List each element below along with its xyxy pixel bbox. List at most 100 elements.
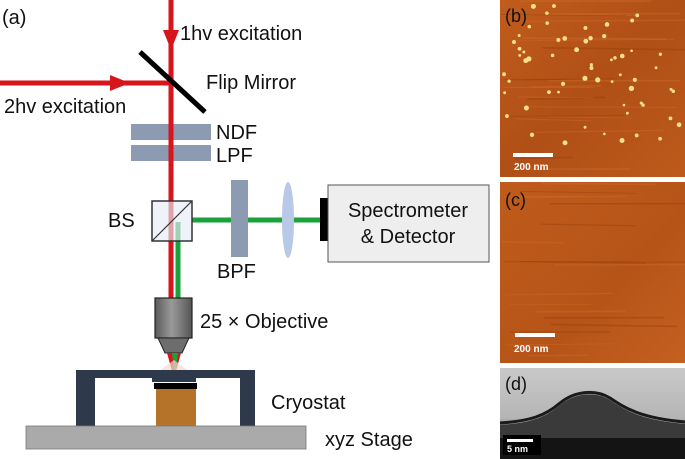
afm-particle: [639, 101, 643, 105]
afm-particle: [557, 90, 560, 94]
label-flip-mirror: Flip Mirror: [206, 72, 296, 94]
tem-dome-edge: [499, 390, 685, 425]
afm-particle: [671, 89, 676, 94]
afm-streak: [518, 96, 594, 99]
sample-platform: [154, 383, 197, 389]
afm-particle: [658, 52, 662, 56]
afm-particle: [630, 49, 633, 53]
afm-particle: [588, 36, 593, 41]
afm-particle: [619, 137, 625, 144]
afm-particle: [550, 53, 555, 58]
afm-particle: [589, 65, 594, 71]
label-spectrometer-line1: Spectrometer: [348, 200, 468, 222]
afm-streak: [509, 195, 628, 199]
afm-particle: [632, 77, 637, 82]
focusing-lens: [282, 182, 294, 258]
afm-particle: [545, 21, 549, 25]
scale-bar-d-label: 5 nm: [507, 444, 528, 454]
afm-streak: [535, 129, 663, 133]
afm-c-streaks: [501, 182, 685, 357]
afm-streak: [501, 241, 565, 244]
afm-particle: [530, 3, 536, 9]
label-xyz-stage: xyz Stage: [325, 429, 413, 451]
afm-streak: [503, 195, 584, 198]
afm-particle: [610, 80, 614, 84]
beam-splitter-diagonal: [151, 200, 193, 242]
sample-holder: [156, 389, 196, 426]
bpf-filter: [231, 180, 248, 257]
afm-particle: [522, 50, 526, 54]
arrow-1hv: [163, 30, 179, 50]
label-cryostat: Cryostat: [271, 392, 346, 414]
objective-nozzle: [157, 337, 190, 354]
afm-streak: [515, 118, 594, 122]
afm-particle: [589, 63, 593, 67]
label-objective: 25 × Objective: [200, 311, 328, 333]
afm-particle: [613, 56, 617, 60]
xyz-stage: [25, 425, 307, 450]
afm-c-background: [500, 182, 685, 363]
flip-mirror: [138, 50, 207, 114]
afm-particle: [505, 114, 509, 118]
label-ndf: NDF: [216, 122, 257, 144]
afm-streak: [521, 37, 667, 40]
label-spectrometer-line2: & Detector: [361, 226, 456, 248]
afm-streak: [520, 190, 637, 194]
afm-particle: [622, 103, 626, 107]
afm-streak: [551, 13, 638, 17]
afm-particle: [517, 46, 522, 51]
afm-streak: [504, 114, 625, 117]
afm-streak: [542, 47, 685, 51]
tem-image-d: (d) 5 nm: [499, 368, 685, 459]
afm-particle: [669, 87, 673, 91]
afm-particle: [574, 47, 580, 53]
afm-streak: [531, 85, 602, 88]
afm-particle: [518, 53, 522, 57]
afm-particle: [562, 140, 568, 146]
panel-d-label: (d): [505, 374, 527, 394]
afm-particle: [654, 66, 658, 70]
afm-particle: [595, 77, 601, 83]
afm-b-background: [500, 0, 685, 177]
afm-b-streaks: [501, 0, 685, 170]
afm-particle: [604, 22, 610, 27]
afm-particle: [545, 11, 549, 15]
afm-streak: [522, 106, 677, 108]
afm-particle: [618, 73, 622, 77]
afm-streak: [514, 156, 574, 160]
label-lpf: LPF: [216, 145, 253, 167]
label-1hv-excitation: 1hv excitation: [180, 23, 302, 45]
afm-particle: [562, 36, 568, 41]
afm-particle: [619, 53, 625, 59]
arrow-2hv: [110, 75, 130, 91]
afm-particle: [635, 13, 640, 18]
scale-bar-c-label: 200 nm: [514, 344, 549, 355]
afm-particle: [529, 132, 535, 138]
afm-particle: [634, 133, 639, 138]
panel-c-label: (c): [505, 190, 526, 210]
cryostat-housing: [76, 370, 255, 426]
afm-particle: [583, 38, 589, 44]
afm-particle: [517, 33, 521, 37]
label-2hv-excitation: 2hv excitation: [4, 96, 126, 118]
afm-streak: [501, 14, 627, 17]
afm-particle: [602, 34, 607, 39]
afm-particle: [609, 58, 613, 62]
afm-particle: [547, 90, 551, 95]
afm-particle: [630, 18, 635, 23]
afm-particle: [507, 79, 511, 83]
spectrometer-slit: [320, 198, 328, 241]
afm-particle: [552, 4, 556, 8]
scale-bar-d: [507, 439, 533, 442]
afm-streak: [527, 96, 606, 101]
afm-streak: [516, 38, 675, 42]
afm-particle: [658, 136, 662, 141]
afm-streak: [505, 343, 614, 346]
afm-streak: [520, 260, 647, 264]
afm-b-particles: [502, 3, 682, 146]
scale-bar-c: [515, 333, 555, 337]
afm-particle: [583, 25, 588, 30]
scale-bar-b-label: 200 nm: [514, 162, 549, 173]
label-bpf: BPF: [217, 261, 256, 283]
